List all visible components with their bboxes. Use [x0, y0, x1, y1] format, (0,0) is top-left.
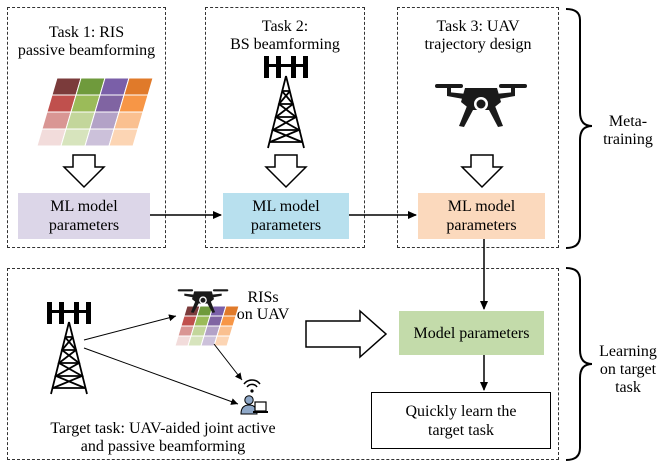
task3-params-line2: parameters — [446, 217, 517, 234]
base-station-icon — [264, 56, 308, 149]
target-caption-line1: Target task: UAV-aided joint active — [50, 420, 276, 437]
hollow-right-arrow — [305, 309, 388, 359]
task2-title: Task 2: BS beamforming — [205, 18, 365, 54]
signal-bs-to-ris — [83, 314, 177, 341]
meta-label-line2: training — [603, 131, 653, 148]
target-task-caption: Target task: UAV-aided joint active and … — [18, 420, 308, 456]
task2-params-box: ML model parameters — [223, 193, 349, 239]
ris-on-uav-panel-icon — [174, 305, 240, 347]
task3-params-line1: ML model — [447, 198, 516, 215]
task3-title: Task 3: UAV trajectory design — [397, 18, 559, 54]
task2-box — [205, 7, 365, 248]
signal-ris-to-user — [213, 343, 243, 381]
hollow-down-arrow-2 — [264, 154, 308, 189]
learn-label-line2: on target — [599, 361, 657, 378]
hollow-down-arrow-1 — [62, 154, 106, 189]
task1-params-box: ML model parameters — [18, 193, 150, 239]
meta-label-line1: Meta- — [608, 113, 648, 130]
user-laptop-icon — [240, 379, 268, 415]
ris-cell — [213, 335, 231, 347]
hollow-down-arrow-3 — [460, 154, 504, 189]
learn-label-line3: task — [615, 379, 641, 396]
ris-cell — [113, 111, 144, 130]
ris-cell — [108, 128, 139, 147]
uav-small-icon — [177, 289, 229, 313]
quick-learn-line1: Quickly learn the — [405, 402, 517, 420]
task1-title-line1: Task 1: RIS — [48, 24, 125, 41]
task2-params-line2: parameters — [250, 217, 322, 234]
drone-icon — [435, 84, 527, 127]
task1-title-line2: passive beamforming — [17, 42, 156, 59]
ris-on-uav-label: RISs on UAV — [233, 289, 293, 323]
task1-params-line1: ML model — [50, 198, 118, 215]
task3-title-line2: trajectory design — [424, 36, 532, 53]
task3-params-box: ML model parameters — [418, 193, 545, 239]
task2-title-line1: Task 2: — [261, 18, 309, 35]
model-params-label: Model parameters — [413, 324, 530, 342]
task3-box — [397, 7, 559, 248]
ris-cell — [123, 77, 154, 96]
ris-cell — [216, 325, 234, 337]
task1-box — [7, 7, 166, 248]
task3-title-line1: Task 3: UAV — [436, 18, 520, 35]
meta-training-label: Meta- training — [596, 113, 660, 149]
quick-learn-line2: target task — [428, 421, 494, 439]
learning-target-label: Learning on target task — [596, 343, 660, 397]
ris-cell — [222, 305, 240, 317]
ris-cell — [219, 315, 237, 327]
task2-title-line2: BS beamforming — [230, 36, 340, 53]
task2-params-line1: ML model — [252, 198, 320, 215]
target-caption-line2: and passive beamforming — [80, 438, 246, 455]
signal-bs-to-user — [83, 347, 239, 405]
ris-panel-icon — [36, 77, 154, 147]
ris-label-line1: RISs — [247, 289, 279, 306]
target-base-station-icon — [47, 302, 91, 395]
ris-cell — [118, 94, 149, 113]
model-params-box: Model parameters — [399, 311, 544, 355]
meta-training-brace — [565, 8, 593, 249]
learn-label-line1: Learning — [599, 343, 657, 360]
task1-params-line2: parameters — [48, 217, 120, 234]
task1-title: Task 1: RIS passive beamforming — [7, 24, 166, 60]
quick-learn-box: Quickly learn the target task — [371, 392, 551, 449]
target-box — [7, 268, 559, 460]
learning-target-brace — [565, 267, 593, 461]
ris-label-line2: on UAV — [236, 306, 290, 323]
